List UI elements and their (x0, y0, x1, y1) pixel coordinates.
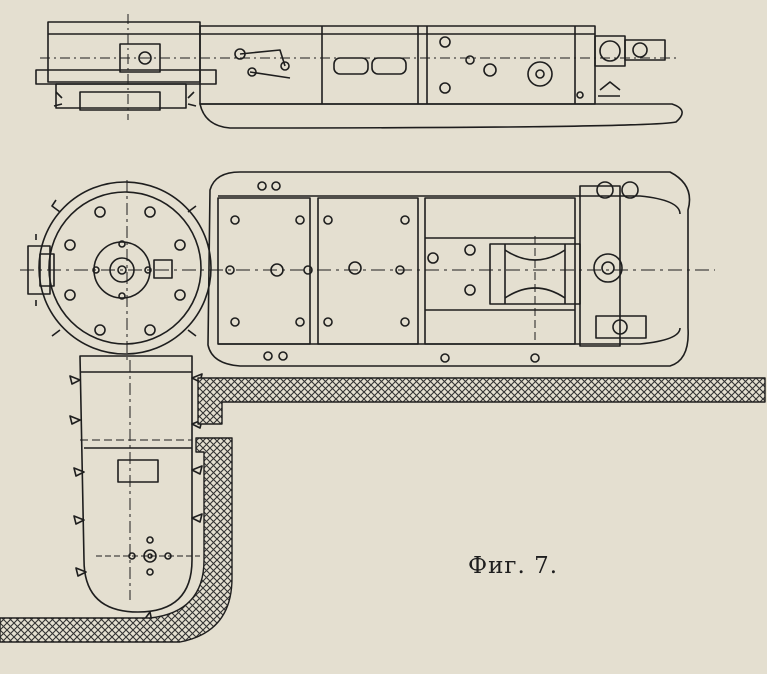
side-elevation-view (35, 14, 683, 129)
cutter-jib (69, 355, 203, 623)
figure-caption: Фиг. 7. (468, 553, 559, 579)
coal-face-section (0, 377, 766, 643)
plan-view (20, 171, 715, 367)
